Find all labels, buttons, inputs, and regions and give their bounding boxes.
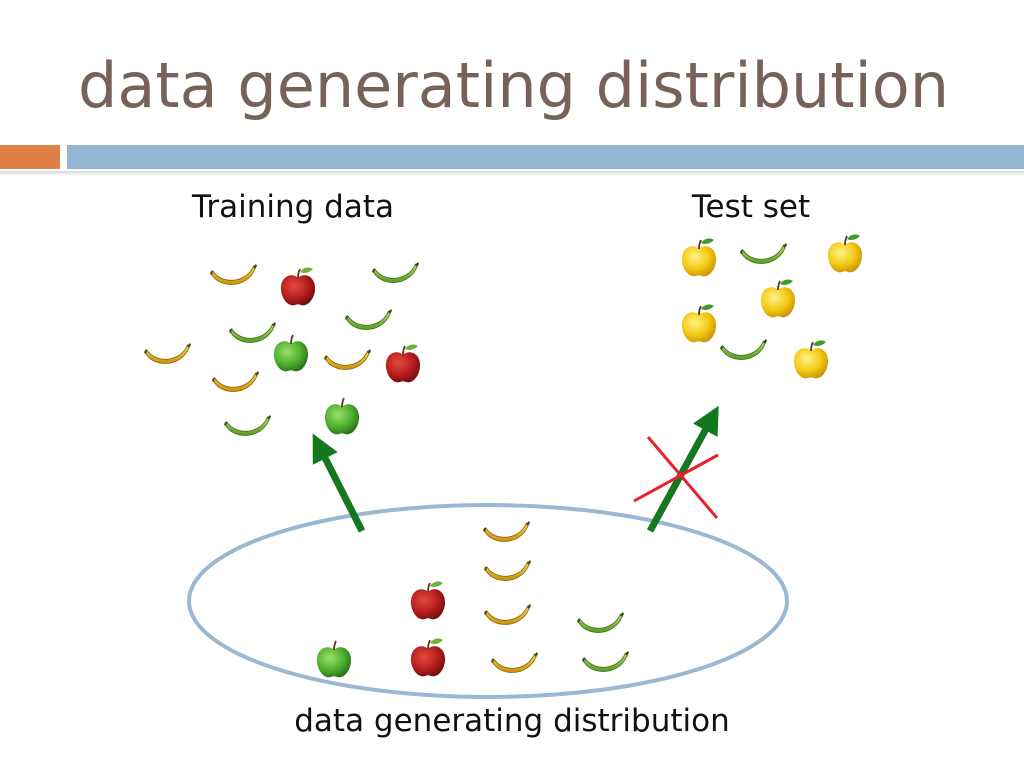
header-accent-bar	[0, 145, 60, 169]
training-arrow	[312, 433, 366, 533]
training-fruit-group	[143, 261, 421, 437]
banana-icon	[739, 242, 787, 265]
banana-icon	[344, 308, 392, 331]
apple-icon	[316, 640, 352, 679]
test-set-label: Test set	[691, 189, 811, 225]
apple-icon	[681, 237, 717, 278]
apple-icon	[760, 278, 796, 319]
banana-icon	[483, 559, 531, 582]
banana-icon	[143, 342, 191, 365]
distribution-ellipse	[187, 503, 789, 699]
header-bar-shadow	[0, 171, 1024, 176]
cross-icon	[633, 436, 719, 519]
banana-icon	[719, 338, 767, 361]
distribution-fruit-group	[316, 520, 629, 679]
banana-icon	[371, 261, 419, 284]
distribution-label: data generating distribution	[294, 703, 730, 739]
banana-icon	[483, 603, 531, 626]
header-bar	[67, 145, 1024, 169]
test-fruit-group	[681, 233, 863, 380]
slide-title: data generating distribution	[78, 49, 949, 122]
apple-icon	[324, 397, 360, 436]
banana-icon	[209, 263, 257, 286]
banana-icon	[576, 611, 624, 634]
apple-icon	[385, 343, 421, 384]
apple-icon	[273, 334, 309, 373]
banana-icon	[581, 650, 629, 673]
banana-icon	[223, 414, 271, 437]
apple-icon	[793, 339, 829, 380]
banana-icon	[490, 651, 538, 674]
apple-icon	[681, 303, 717, 344]
apple-icon	[280, 266, 316, 307]
training-data-label: Training data	[192, 189, 394, 225]
apple-icon	[410, 580, 446, 621]
apple-icon	[410, 637, 446, 678]
apple-icon	[827, 233, 863, 274]
banana-icon	[482, 520, 530, 543]
banana-icon	[211, 370, 259, 393]
banana-icon	[323, 348, 371, 371]
banana-icon	[228, 321, 276, 344]
